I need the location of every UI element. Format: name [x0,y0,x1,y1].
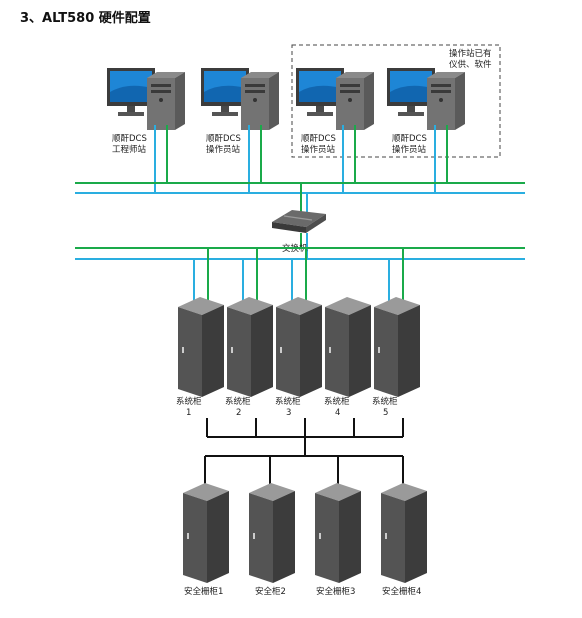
system-cabinet-2-number: 2 [236,408,241,418]
note-line-1: 操作站已有 [449,48,492,59]
system-cabinet-4-label: 系统柜 [324,396,350,407]
safety-cabinet-icon [381,483,427,583]
cabinet-drops [193,248,404,304]
workstation-icon [107,68,185,130]
station-drops [154,125,448,193]
station-1-line2: 工程师站 [112,144,147,155]
system-cabinet-3-number: 3 [286,408,291,418]
note-line-2: 仪供、软件 [449,59,492,70]
station-3-line2: 操作员站 [301,144,336,155]
existing-stations-box [291,44,501,158]
safety-cabinet-icon [183,483,229,583]
page-title: 3、ALT580 硬件配置 [20,11,151,26]
system-cabinet-3-label: 系统柜 [275,396,301,407]
switch-icon [272,210,326,233]
safety-cabinet-4-label: 安全栅柜4 [382,586,421,597]
system-cabinet-icon [276,297,322,397]
workstation-icon [201,68,279,130]
station-4-line1: 顺酐DCS [392,134,427,144]
workstation-icon [387,68,465,130]
system-cabinet-icon [325,297,371,397]
station-2-line2: 操作员站 [206,144,241,155]
system-cabinet-1-number: 1 [186,408,191,418]
safety-cabinet-1-label: 安全栅柜1 [184,586,223,597]
station-2-line1: 顺酐DCS [206,134,241,144]
system-cabinet-4-number: 4 [335,408,340,418]
system-cabinet-icon [374,297,420,397]
system-cabinet-icon [227,297,273,397]
safety-cabinet-icon [249,483,295,583]
system-cabinet-1-label: 系统柜 [176,396,202,407]
safety-cabinet-icon [315,483,361,583]
station-1-line1: 顺酐DCS [112,134,147,144]
system-cabinet-5-number: 5 [383,408,388,418]
field-wiring [204,418,404,488]
station-4-line2: 操作员站 [392,144,427,155]
safety-cabinet-3-label: 安全栅柜3 [316,586,355,597]
system-cabinet-2-label: 系统柜 [225,396,251,407]
system-cabinet-icon [178,297,224,397]
workstation-icon [296,68,374,130]
system-cabinet-5-label: 系统柜 [372,396,398,407]
safety-cabinet-2-label: 安全柜2 [255,586,286,597]
station-3-line1: 顺酐DCS [301,134,336,144]
